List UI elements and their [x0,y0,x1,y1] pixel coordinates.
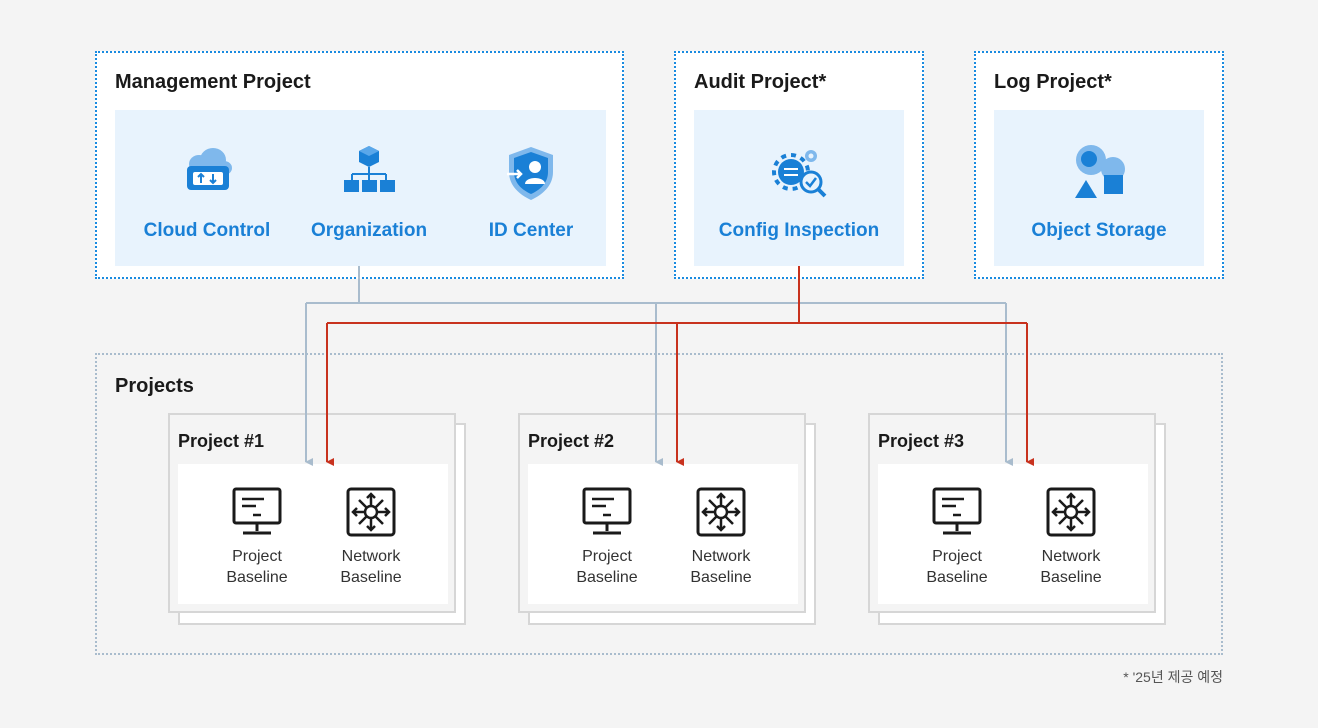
service-id-center: ID Center [446,144,616,242]
project-1-project-baseline: Project Baseline [202,486,312,588]
management-services-panel: Cloud Control Organization ID Center [115,110,606,266]
cloud-control-icon [187,148,232,190]
network-baseline-label-1: Network [691,548,751,565]
service-cloud-control: Cloud Control [122,144,292,242]
project-3-title: Project #3 [878,431,965,451]
monitor-icon [582,487,632,535]
organization-icon [344,146,395,192]
project-2-project-baseline: Project Baseline [552,486,662,588]
project-baseline-label-2: Baseline [926,569,988,586]
project-baseline-label-2: Baseline [226,569,288,586]
management-project-title: Management Project [115,71,311,93]
project-1-card: Project #1 Project Baseline Network Base… [168,413,456,613]
network-baseline-label-1: Network [1041,548,1101,565]
network-baseline-label-1: Network [341,548,401,565]
service-object-storage: Object Storage [1014,144,1184,242]
network-baseline-label-2: Baseline [1040,569,1102,586]
monitor-icon [232,487,282,535]
service-config-inspection: Config Inspection [714,144,884,242]
network-baseline-label-2: Baseline [340,569,402,586]
log-project-title: Log Project* [994,71,1112,93]
project-baseline-label-1: Project [932,548,982,565]
project-2-network-baseline: Network Baseline [666,486,776,588]
project-3-network-baseline: Network Baseline [1016,486,1126,588]
project-1-title: Project #1 [178,431,265,451]
config-inspection-icon [772,150,827,198]
monitor-icon [932,487,982,535]
object-storage-label: Object Storage [1031,220,1167,241]
network-hub-icon [346,487,396,537]
project-2-baselines: Project Baseline Network Baseline [528,464,798,604]
project-baseline-label-2: Baseline [576,569,638,586]
network-hub-icon [696,487,746,537]
project-baseline-label-1: Project [232,548,282,565]
project-2-title: Project #2 [528,431,615,451]
config-inspection-label: Config Inspection [718,220,880,241]
cloud-control-label: Cloud Control [143,220,271,241]
service-organization: Organization [284,144,454,242]
log-services-panel: Object Storage [994,110,1204,266]
audit-project-title: Audit Project* [694,71,827,93]
network-hub-icon [1046,487,1096,537]
footnote: * '25년 제공 예정 [1123,669,1223,685]
project-2-card: Project #2 Project Baseline Network Base… [518,413,806,613]
audit-services-panel: Config Inspection [694,110,904,266]
audit-project-group: Audit Project* Config Inspection [674,51,924,279]
id-center-label: ID Center [488,220,574,241]
projects-title: Projects [115,375,194,397]
project-1-baselines: Project Baseline Network Baseline [178,464,448,604]
log-project-group: Log Project* Object Storage [974,51,1224,279]
id-center-shield-icon [507,147,553,200]
organization-label: Organization [310,220,428,241]
project-1-network-baseline: Network Baseline [316,486,426,588]
project-3-card: Project #3 Project Baseline Network Base… [868,413,1156,613]
project-3-project-baseline: Project Baseline [902,486,1012,588]
project-baseline-label-1: Project [582,548,632,565]
network-baseline-label-2: Baseline [690,569,752,586]
management-project-group: Management Project Cloud Control [95,51,624,279]
project-3-baselines: Project Baseline Network Baseline [878,464,1148,604]
object-storage-icon [1075,145,1125,198]
